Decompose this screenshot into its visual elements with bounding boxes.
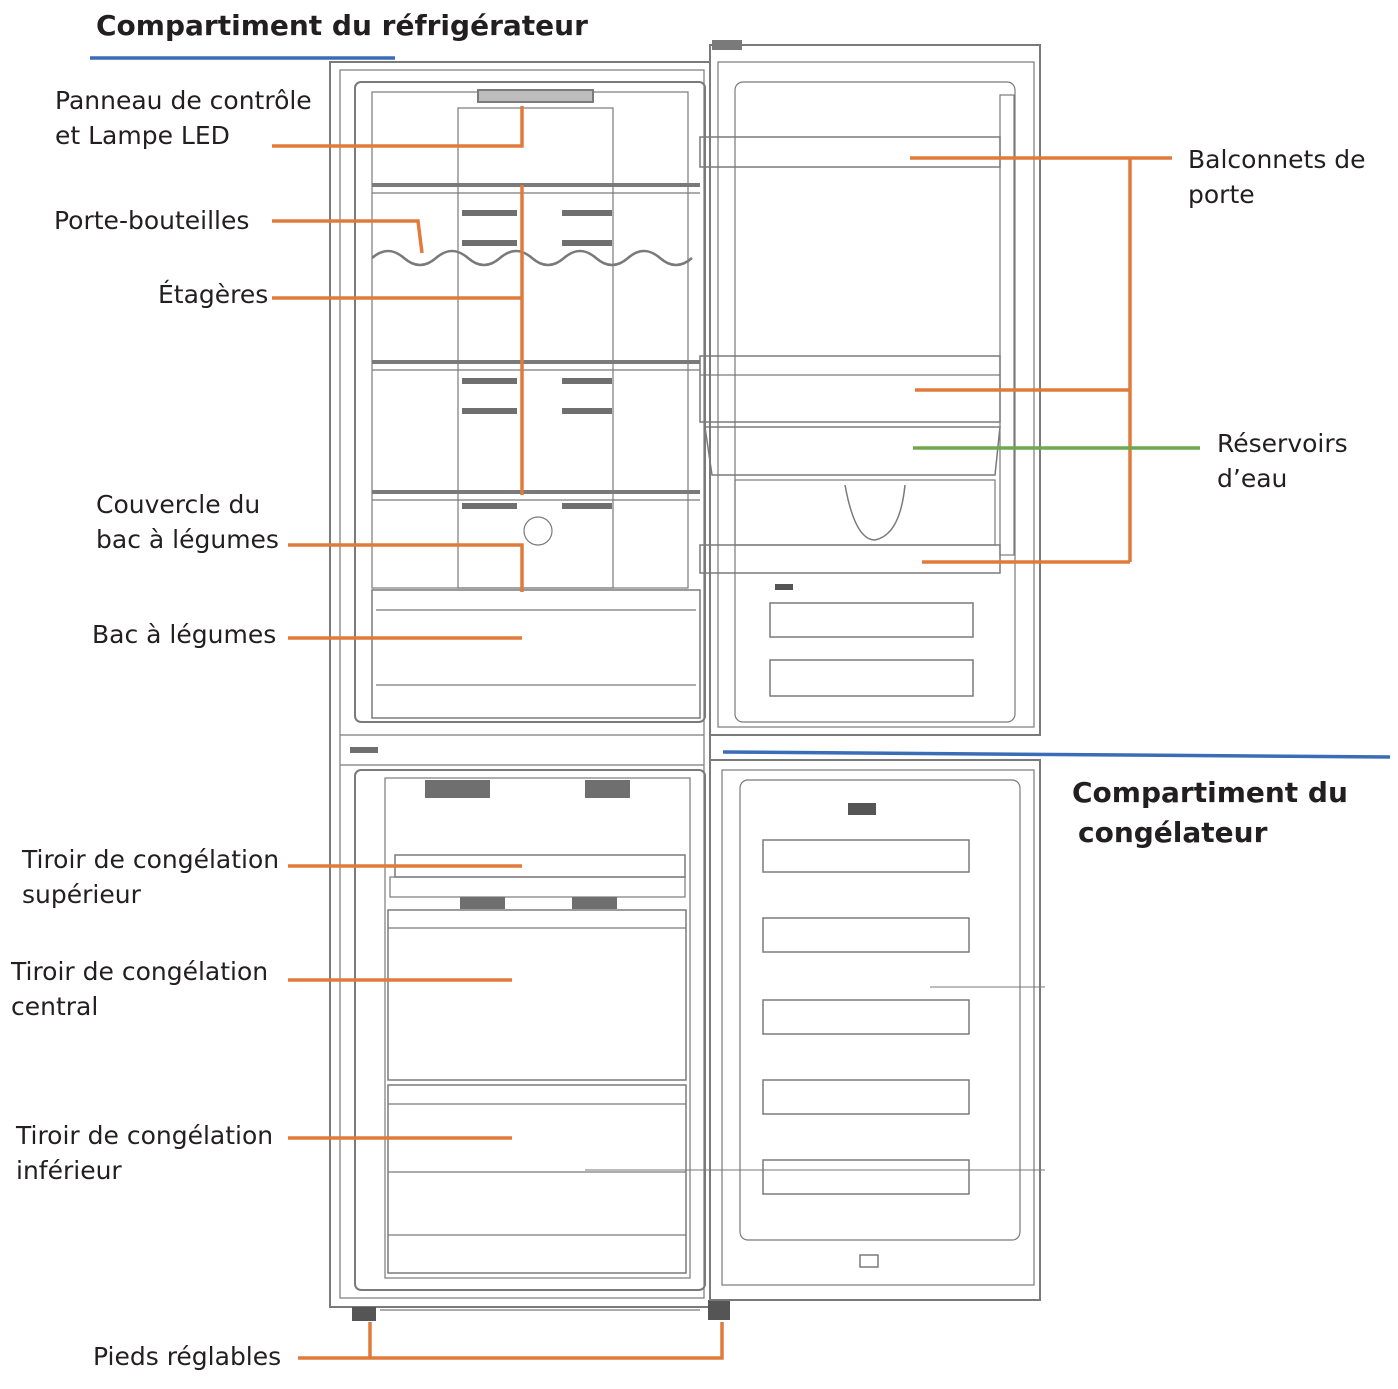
leader-bottle-holder [272,219,424,254]
label-crisper-line1: Bac à légumes [92,620,277,649]
label-crisper-cover-line2: bac à légumes [96,525,279,554]
label-water-tanks: Réservoirs d’eau [1217,426,1348,496]
freezer-heading-line1: Compartiment du [1072,776,1348,809]
freezer-heading-line2: congélateur [1078,816,1268,849]
label-feet-line1: Pieds réglables [93,1342,282,1371]
label-door-balconies-line1: Balconnets de [1188,145,1366,174]
label-feet: Pieds réglables [93,1339,281,1374]
label-water-tanks-line1: Réservoirs [1217,429,1348,458]
label-bottle-holder-line1: Porte-bouteilles [54,206,250,235]
label-crisper-cover: Couvercle du bac à légumes [96,487,279,557]
label-door-balconies: Balconnets de porte [1188,142,1366,212]
label-freezer-bottom-line2: inférieur [16,1156,122,1185]
label-water-tanks-line2: d’eau [1217,464,1288,493]
label-crisper: Bac à légumes [92,617,276,652]
leader-feet [298,1322,724,1360]
label-control-panel-line2: et Lampe LED [55,121,230,150]
label-freezer-top: Tiroir de congélation supérieur [22,842,279,912]
label-freezer-middle: Tiroir de congélation central [11,954,268,1024]
label-bottle-holder: Porte-bouteilles [54,203,249,238]
leader-control-panel [272,106,524,148]
label-crisper-cover-line1: Couvercle du [96,490,261,519]
label-control-panel-line1: Panneau de contrôle [55,86,312,115]
label-door-balconies-line2: porte [1188,180,1255,209]
fridge-body [329,61,730,1321]
label-shelves-line1: Étagères [158,280,269,309]
fridge-compartment-heading: Compartiment du réfrigérateur [96,9,588,42]
label-shelves: Étagères [158,277,268,312]
freezer-door [585,759,1045,1301]
leader-crisper-cover [288,543,524,592]
heading-rules [90,56,1391,759]
leader-lines [272,106,1172,1360]
label-freezer-middle-line1: Tiroir de congélation [11,957,269,986]
label-freezer-bottom: Tiroir de congélation inférieur [16,1118,273,1188]
label-freezer-top-line1: Tiroir de congélation [22,845,280,874]
freezer-compartment-heading: Compartiment du congélateur [1072,773,1348,853]
label-freezer-bottom-line1: Tiroir de congélation [16,1121,274,1150]
label-freezer-middle-line2: central [11,992,99,1021]
fridge-door [699,40,1041,736]
label-control-panel: Panneau de contrôle et Lampe LED [55,83,312,153]
label-freezer-top-line2: supérieur [22,880,141,909]
